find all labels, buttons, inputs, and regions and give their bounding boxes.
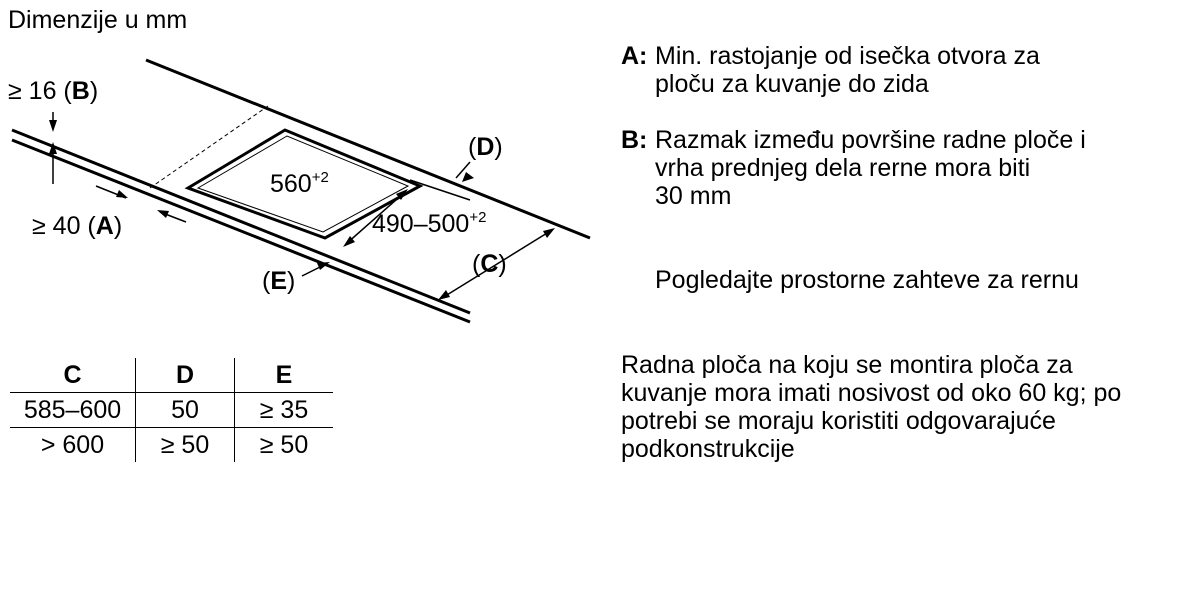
dimension-d-leader <box>455 161 471 179</box>
label-e-letter: E <box>270 267 288 295</box>
table-cell: ≥ 35 <box>234 392 333 428</box>
depth-dimension-tolerance: +2 <box>469 209 487 226</box>
label-e: (E) <box>262 267 295 296</box>
note-b-key: B: <box>621 126 648 154</box>
note-oven: Pogledajte prostorne zahteve za rernu <box>655 266 1079 294</box>
dimension-e-arrowhead <box>317 262 330 270</box>
depth-dimension-label: 490–500+2 <box>372 210 486 239</box>
label-d-prefix: ( <box>468 133 477 161</box>
table-header-c: C <box>10 358 136 393</box>
dimension-d-arrowhead <box>462 172 474 182</box>
width-dimension-tolerance: +2 <box>311 169 329 186</box>
dimension-c-line <box>441 229 553 299</box>
page-title: Dimenzije u mm <box>8 6 188 34</box>
note-a-key: A: <box>621 42 648 70</box>
label-d: (D) <box>468 133 503 162</box>
dimension-depth-line <box>345 191 406 245</box>
label-c-prefix: ( <box>472 250 481 278</box>
note-a-line: ploču za kuvanje do zida <box>655 70 929 98</box>
worktop-back-edge <box>145 58 591 240</box>
dimension-b-arrowhead-top <box>49 120 57 132</box>
note-b-line: Razmak između površine radne ploče i <box>655 126 1086 154</box>
table-header-e: E <box>234 358 333 393</box>
table-header-d: D <box>135 358 235 393</box>
label-a-prefix: ≥ 40 ( <box>32 212 96 240</box>
label-a: ≥ 40 (A) <box>32 212 122 241</box>
dimension-a-arrowhead-right <box>157 210 169 218</box>
note-load-line: Radna ploča na koju se montira ploča za <box>621 351 1073 379</box>
dimension-d-line <box>409 179 471 201</box>
label-c: (C) <box>472 250 507 279</box>
cutout-outline <box>184 128 424 240</box>
label-b: ≥ 16 (B) <box>8 77 98 106</box>
dimension-table: C D E 585–600 50 ≥ 35 > 600 ≥ 50 ≥ 50 <box>10 358 333 462</box>
dimension-depth-arrowhead-top <box>396 189 408 200</box>
table-cell: 50 <box>135 392 235 428</box>
dimension-c-arrowhead-top <box>543 228 555 238</box>
table-cell: ≥ 50 <box>135 427 235 462</box>
dimension-b-arrowhead-bottom <box>49 142 57 154</box>
note-load-line: podkonstrukcije <box>621 435 795 463</box>
label-a-suffix: ) <box>113 212 123 240</box>
dimension-c-arrowhead-bottom <box>438 290 450 300</box>
note-load: Radna ploča na koju se montira ploča za … <box>621 351 1121 463</box>
wall-dashed-line <box>149 105 269 189</box>
label-e-prefix: ( <box>262 267 271 295</box>
note-b-line: vrha prednjeg dela rerne mora biti <box>655 154 1031 182</box>
table-cell: > 600 <box>10 427 136 462</box>
label-e-suffix: ) <box>287 267 296 295</box>
label-c-letter: C <box>480 250 499 278</box>
width-dimension-label: 560+2 <box>270 170 329 199</box>
cutout-inner-outline <box>196 135 410 233</box>
label-b-suffix: ) <box>89 77 99 105</box>
dimension-a-arrowhead-left <box>116 190 128 198</box>
note-b-text: Razmak između površine radne ploče i vrh… <box>655 126 1086 210</box>
label-d-suffix: ) <box>494 133 503 161</box>
table-row: > 600 ≥ 50 ≥ 50 <box>10 427 333 462</box>
dimension-depth-arrowhead-bottom <box>343 236 355 247</box>
table-cell: ≥ 50 <box>259 431 309 459</box>
worktop-front-edge-bottom <box>11 138 471 324</box>
table-header-row: C D E <box>10 358 333 393</box>
installation-diagram <box>11 58 591 324</box>
depth-dimension-value: 490–500 <box>372 210 470 238</box>
label-c-suffix: ) <box>498 250 507 278</box>
worktop-front-edge-top <box>11 128 471 315</box>
width-dimension-value: 560 <box>270 170 312 198</box>
table-cell: 585–600 <box>10 392 136 428</box>
label-d-letter: D <box>476 133 495 161</box>
table-row: 585–600 50 ≥ 35 <box>10 392 333 428</box>
label-a-letter: A <box>95 212 114 240</box>
note-load-text: Radna ploča na koju se montira ploča za … <box>621 351 1121 463</box>
label-b-prefix: ≥ 16 ( <box>8 77 72 105</box>
label-b-letter: B <box>71 77 90 105</box>
note-a-text: Min. rastojanje od isečka otvora za ploč… <box>655 42 1040 98</box>
note-load-line: kuvanje mora imati nosivost od oko 60 kg… <box>621 379 1122 407</box>
note-b-line: 30 mm <box>655 182 732 210</box>
note-a-line: Min. rastojanje od isečka otvora za <box>655 42 1040 70</box>
note-load-line: potrebi se moraju koristiti odgovarajuće <box>621 407 1056 435</box>
